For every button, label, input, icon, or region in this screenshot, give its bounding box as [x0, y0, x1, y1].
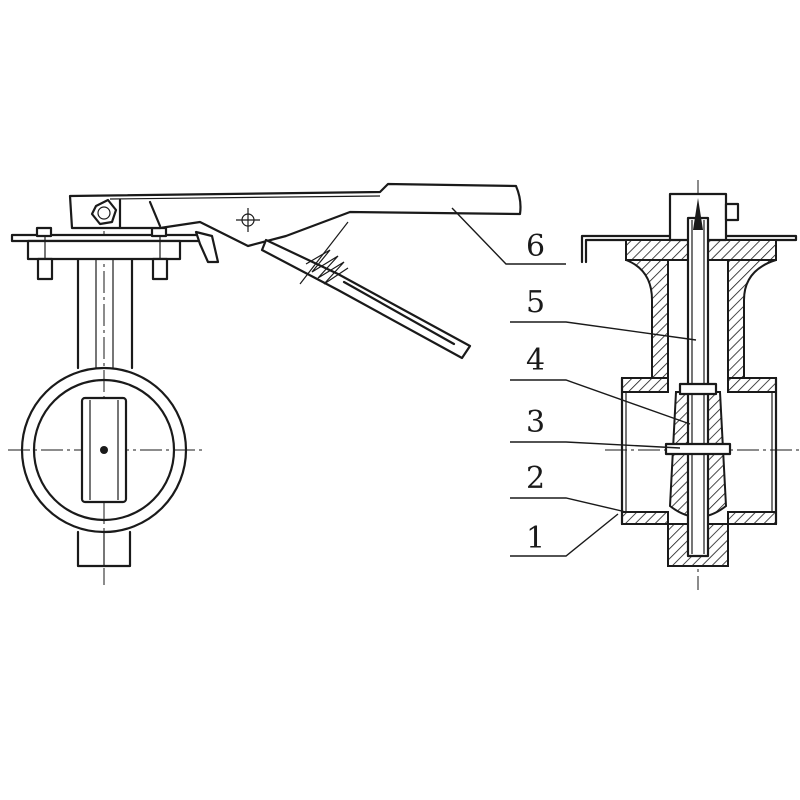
front-view [8, 182, 522, 585]
section-body-bottom-left [621, 511, 669, 525]
handle-lever [68, 182, 522, 248]
callout-4: 4 [526, 343, 545, 378]
bushing-upper [678, 382, 718, 396]
taper-pin [664, 442, 732, 456]
callout-5: 5 [526, 285, 545, 320]
section-top-plate [580, 234, 798, 264]
section-neck-right [727, 259, 777, 379]
callout-2: 2 [526, 461, 545, 496]
spring [305, 249, 349, 285]
bolt-left [35, 226, 54, 281]
callout-3-leader [510, 441, 681, 449]
callout-5-leader [510, 321, 697, 341]
handle-assembly [68, 182, 522, 360]
trigger-lever [260, 238, 472, 360]
valve-neck [76, 256, 134, 370]
latch-pawl [194, 230, 220, 264]
section-body-top-right [727, 377, 777, 393]
bolt-right [150, 226, 169, 281]
callout-6: 6 [526, 229, 545, 264]
callouts: 6 5 4 3 2 1 [451, 207, 697, 557]
section-neck-left [625, 259, 669, 379]
section-view [580, 180, 800, 590]
callout-1-leader [510, 513, 619, 557]
section-body-top-left [621, 377, 669, 393]
callout-1: 1 [526, 521, 545, 556]
pivot-nut [90, 198, 118, 226]
callout-6-leader [451, 207, 566, 265]
callout-2-leader [510, 497, 627, 513]
valve-body-inner-circle [32, 378, 176, 522]
callout-3: 3 [526, 405, 545, 440]
set-screw [724, 202, 740, 222]
section-body-bottom-right [727, 511, 777, 525]
callout-4-leader [510, 379, 691, 425]
